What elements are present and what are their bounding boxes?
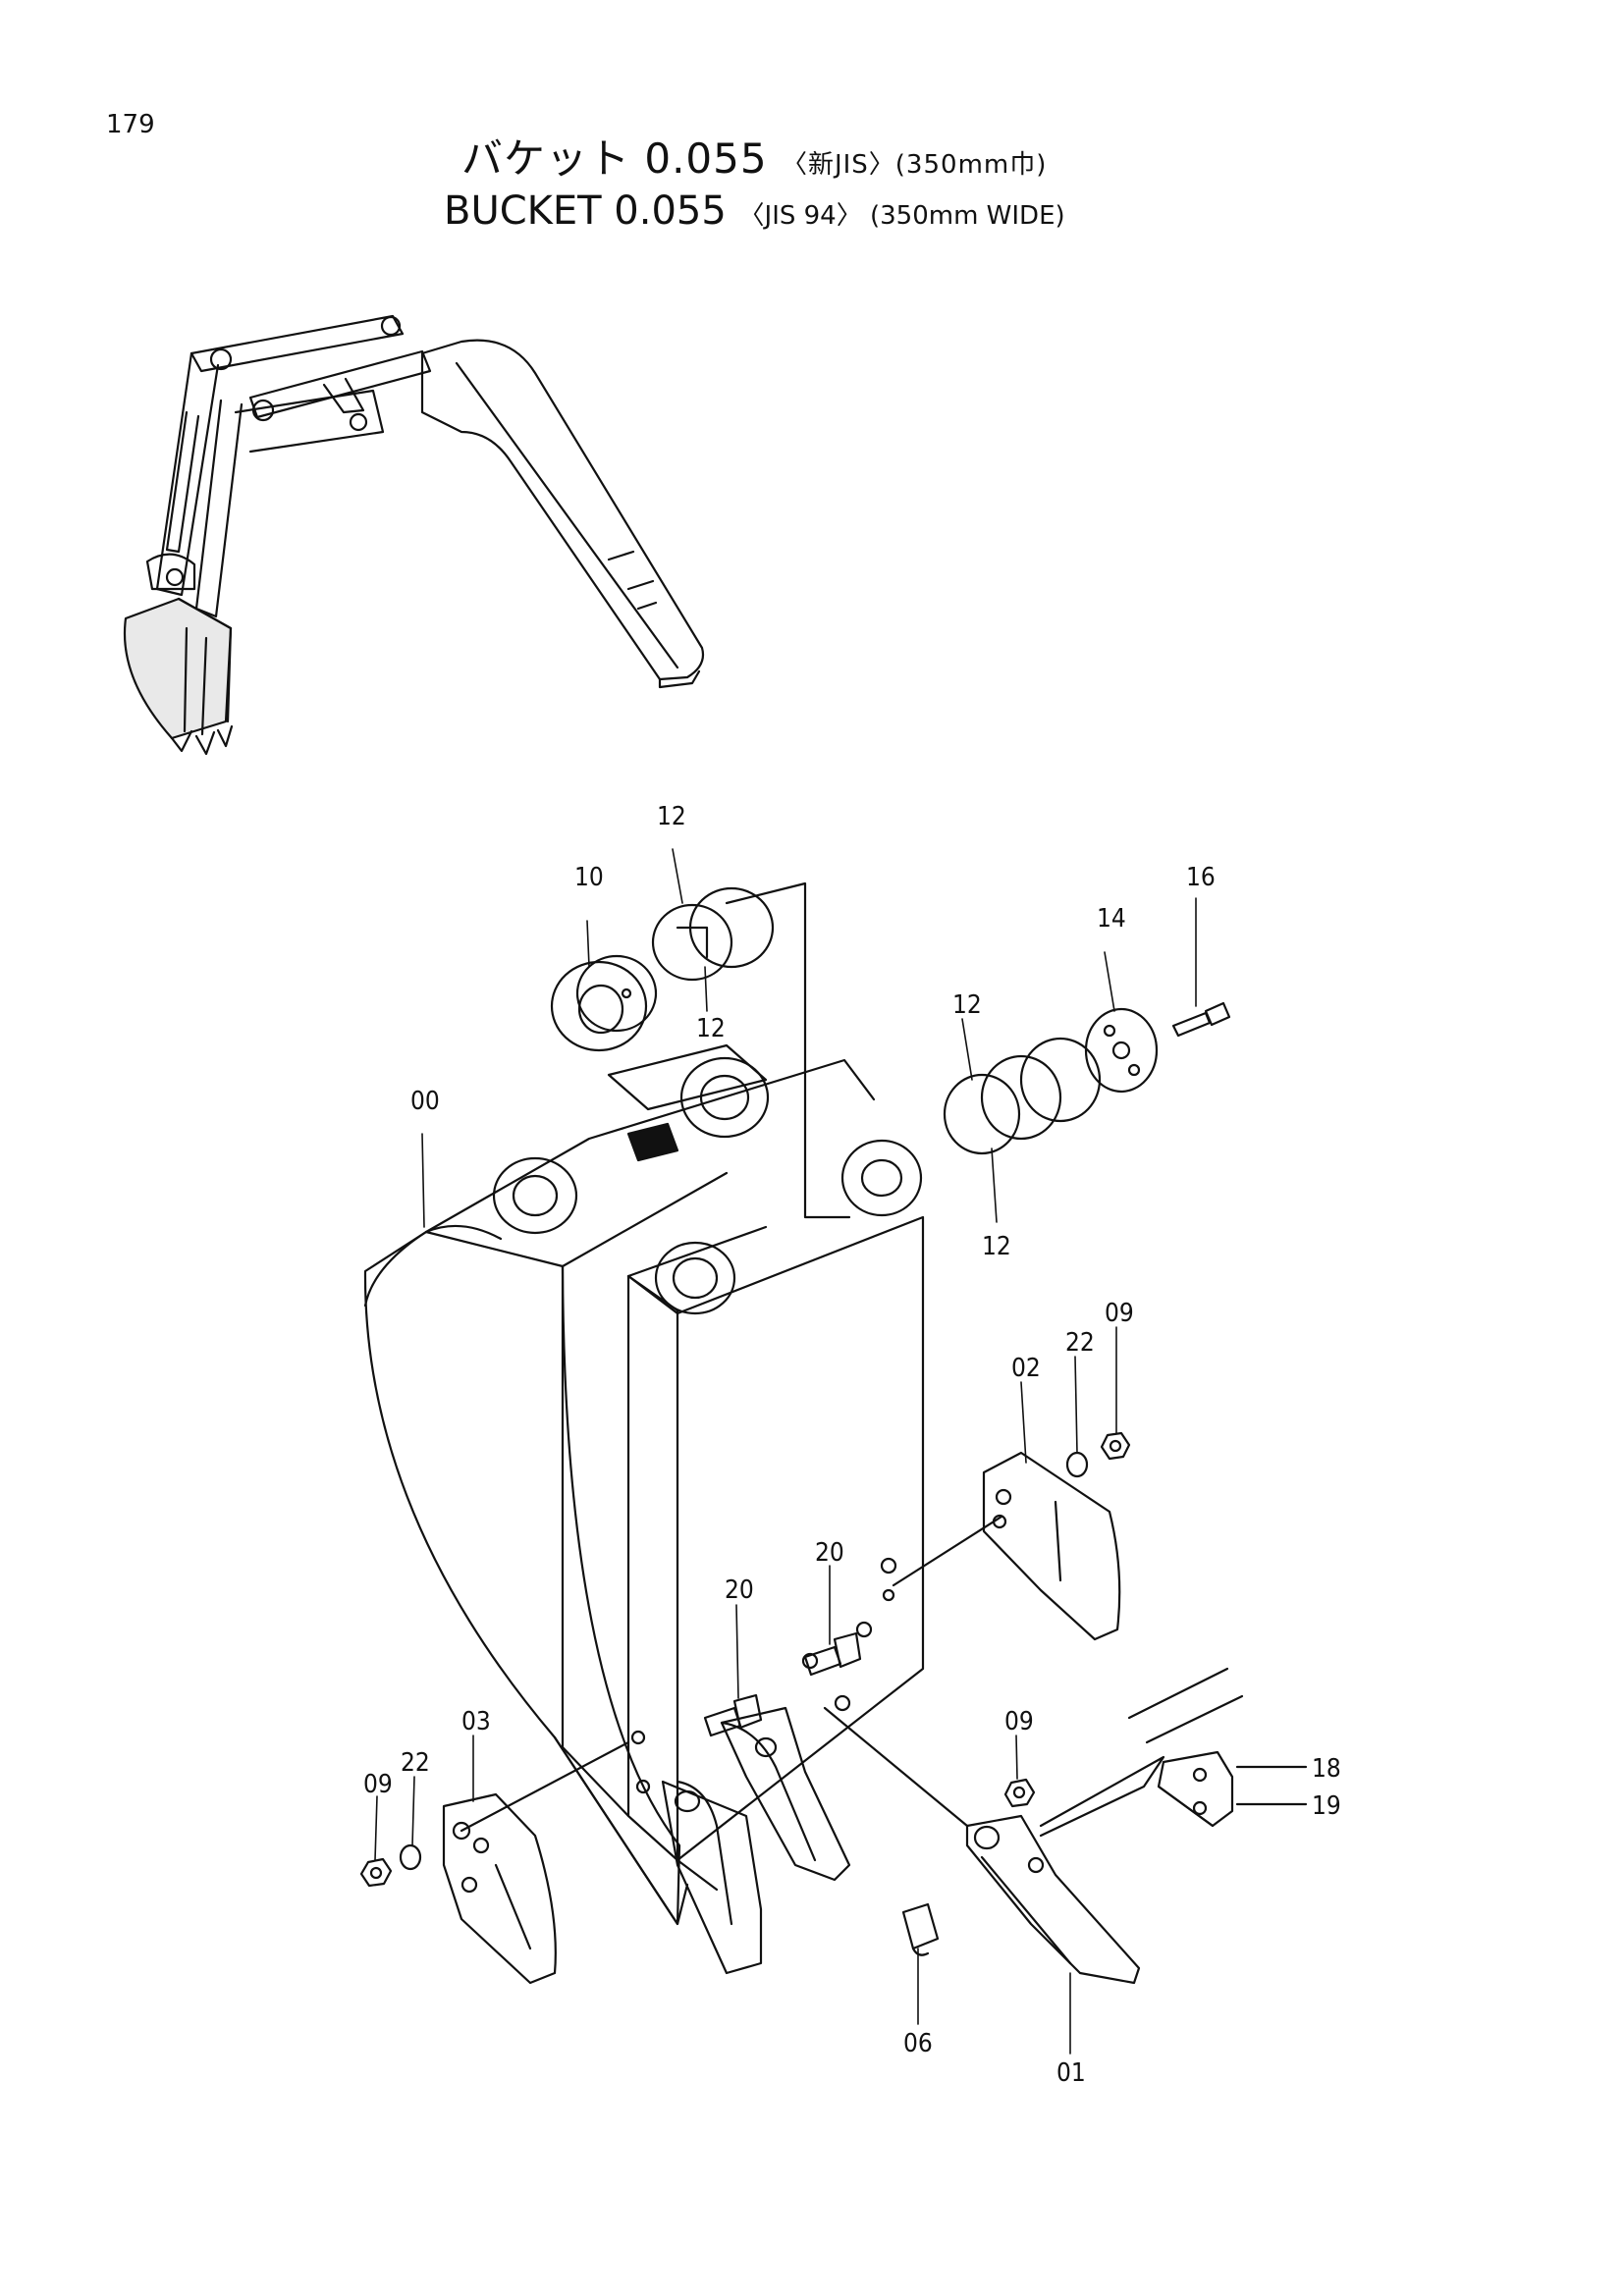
bucket-teeth [661,1706,851,1975]
callout-14: 14 [1097,904,1126,934]
title-jp-main: バケット 0.055 [461,134,768,183]
callout-00: 00 [410,1087,440,1116]
part-18-19-adapter [1039,1667,1244,1838]
callout-19: 19 [1312,1791,1341,1821]
title-jp-spec: 〈新JIS〉(350mm巾) [781,150,1048,180]
callout-12-right-lower: 12 [982,1232,1011,1261]
part-22-washer-right [1065,1451,1089,1478]
part-12-shims-upper [651,886,775,982]
callout-02: 02 [1011,1354,1041,1383]
page-number: 179 [106,110,155,139]
title-japanese: バケット 0.055 〈新JIS〉(350mm巾) [461,126,1047,186]
leader-shim-pin [725,881,851,1219]
bucket-body [363,1043,925,1926]
callout-16: 16 [1186,863,1216,892]
callout-20-left: 20 [725,1575,754,1605]
part-20-bolt-b [703,1693,763,1737]
callout-06: 06 [903,2029,933,2058]
title-en-main: BUCKET 0.055 [444,188,727,234]
part-14-plate [1084,1007,1159,1094]
callout-22-right: 22 [1065,1328,1095,1358]
callout-09-right: 09 [1105,1299,1134,1328]
callout-12-upper-lower: 12 [696,1014,726,1043]
part-01-tooth [965,1814,1141,1985]
leader-02 [892,1515,1003,1587]
excavator-arm-overview [123,314,705,756]
part-02-side-cutter [982,1451,1121,1641]
callout-20-right: 20 [815,1538,844,1568]
title-en-spec: 〈JIS 94〉 (350mm WIDE) [738,201,1065,231]
part-09-nut-right [1100,1431,1131,1461]
callout-18: 18 [1312,1754,1341,1784]
part-22-washer-left [399,1843,422,1871]
callout-10: 10 [574,863,604,892]
callout-09-tooth: 09 [1004,1707,1034,1736]
leader-01 [823,1706,969,1828]
callout-03: 03 [461,1707,491,1736]
callout-22-left: 22 [401,1748,430,1778]
part-10-bushing [550,954,658,1052]
part-09-nut-left [359,1857,393,1888]
callout-12-right-upper: 12 [952,990,982,1020]
part-06-pin [901,1902,940,1956]
callout-01: 01 [1056,2058,1086,2088]
part-03-side-cutter [442,1792,557,1985]
part-16-bolt [1171,1001,1231,1038]
callout-labels: 10 12 12 12 12 14 16 00 02 22 09 20 20 0… [363,802,1341,2088]
part-20-bolt-a [803,1631,862,1677]
part-12-shims-right [943,1037,1102,1155]
title-english: BUCKET 0.055 〈JIS 94〉 (350mm WIDE) [444,188,1065,234]
leader-03 [460,1740,630,1833]
callout-12-top: 12 [657,802,686,831]
callout-leaders [374,848,1197,2055]
callout-09-left: 09 [363,1770,393,1799]
part-09-nut-tooth [1003,1778,1036,1808]
